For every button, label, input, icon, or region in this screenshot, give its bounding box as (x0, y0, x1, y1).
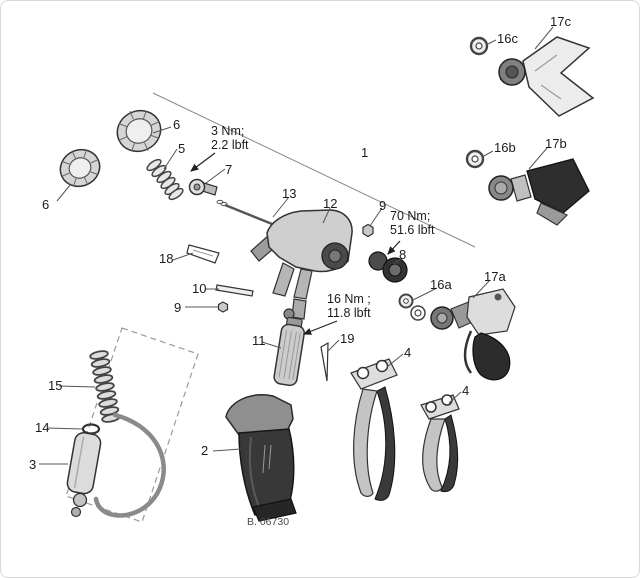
part-label-4-upper: 4 (404, 345, 412, 360)
filter-11-drawing (273, 316, 305, 387)
assembly-17b-drawing (488, 158, 590, 226)
part-label-18: 18 (159, 251, 174, 266)
housing-12-drawing (250, 209, 353, 320)
assembly-17a-drawing (430, 288, 516, 381)
part-label-16b: 16b (494, 140, 516, 155)
spring-15-drawing (89, 350, 121, 423)
spring-5-drawing (146, 158, 184, 201)
part-label-3: 3 (29, 457, 37, 472)
hook-drawing (93, 412, 166, 518)
dashed-boundary (65, 327, 199, 523)
part-label-9-right: 9 (379, 198, 387, 213)
torque-annotation-packing: 70 Nm; 51.6 lbft (390, 209, 435, 238)
part-label-12: 12 (323, 196, 338, 211)
torque-annotation-nozzle: 3 Nm; 2.2 lbft (211, 124, 249, 153)
trigger-4b-drawing (420, 394, 460, 493)
part-label-8: 8 (399, 247, 407, 262)
part-label-16a: 16a (430, 277, 452, 292)
part-label-6-upper: 6 (173, 117, 181, 132)
trigger-4a-drawing (350, 358, 398, 501)
fitting-7-drawing (188, 178, 218, 196)
part-label-4-lower: 4 (462, 383, 470, 398)
part-1-leader (152, 92, 476, 248)
part-label-15: 15 (48, 378, 63, 393)
leader-lines (39, 26, 554, 465)
handle-2-drawing (225, 394, 297, 522)
assembly-17c-drawing (498, 36, 595, 117)
blade-18-drawing (186, 244, 220, 264)
torque-annotation-filter: 16 Nm ; 11.8 lbft (327, 292, 371, 321)
part-label-9-left: 9 (174, 300, 182, 315)
part-label-11: 11 (252, 333, 266, 348)
figure-reference: B. 06730 (247, 516, 290, 528)
part-label-17a: 17a (484, 269, 506, 284)
washers-16a-drawing (398, 293, 426, 321)
nut-9-right-drawing (362, 223, 374, 238)
part-label-10: 10 (192, 281, 207, 296)
part-label-6-lower: 6 (42, 197, 50, 212)
washer-16b-drawing (465, 149, 485, 169)
part-label-14: 14 (35, 420, 50, 435)
washer-16c-drawing (469, 36, 489, 56)
cap-6-lower-drawing (59, 148, 101, 188)
part-label-13: 13 (282, 186, 297, 201)
rod-10-drawing (215, 284, 254, 297)
part-label-19: 19 (340, 331, 355, 346)
knobs-8-drawing (368, 251, 408, 283)
blade-19-drawing (320, 341, 329, 382)
torque-arrows (190, 152, 401, 335)
cap-6-upper-drawing (116, 109, 162, 153)
part-label-16c: 16c (497, 31, 518, 46)
oring-14-drawing (81, 423, 101, 435)
part-label-2: 2 (201, 443, 209, 458)
part-label-17b: 17b (545, 136, 567, 151)
tube-3-drawing (66, 432, 102, 518)
part-label-5: 5 (178, 141, 186, 156)
part-label-17c: 17c (550, 14, 571, 29)
part-label-7: 7 (225, 162, 233, 177)
part-label-1: 1 (361, 145, 369, 160)
nut-9-left-drawing (217, 301, 229, 313)
